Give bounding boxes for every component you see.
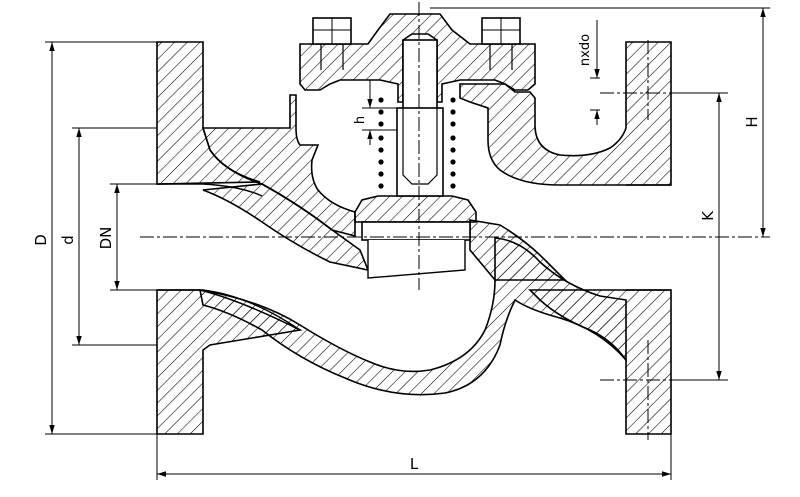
seat-right [469, 219, 567, 281]
valve-disc [354, 195, 477, 223]
bore-outline [157, 183, 671, 331]
label-K: K [699, 210, 717, 221]
label-nxdo: nxdo [578, 34, 593, 66]
dimension-lines [45, 7, 770, 480]
spring-left [378, 97, 384, 189]
label-h: h [353, 116, 368, 124]
label-d: d [59, 235, 77, 245]
stem-tip [402, 108, 438, 185]
label-D: D [32, 234, 50, 246]
body-upper-right [459, 41, 672, 186]
bolt-right [481, 17, 521, 70]
label-DN: DN [97, 227, 115, 250]
centre-lines [140, 2, 770, 440]
body-upper-left [201, 94, 356, 238]
bonnet [299, 13, 536, 103]
spring-right [450, 97, 456, 189]
disc-seat-ring [367, 240, 466, 279]
stem-guide [402, 39, 438, 111]
disc-stem [396, 107, 444, 197]
seat-left-web [202, 183, 370, 272]
bolt-left [312, 17, 352, 70]
label-H: H [743, 116, 761, 127]
label-L: L [410, 455, 419, 473]
